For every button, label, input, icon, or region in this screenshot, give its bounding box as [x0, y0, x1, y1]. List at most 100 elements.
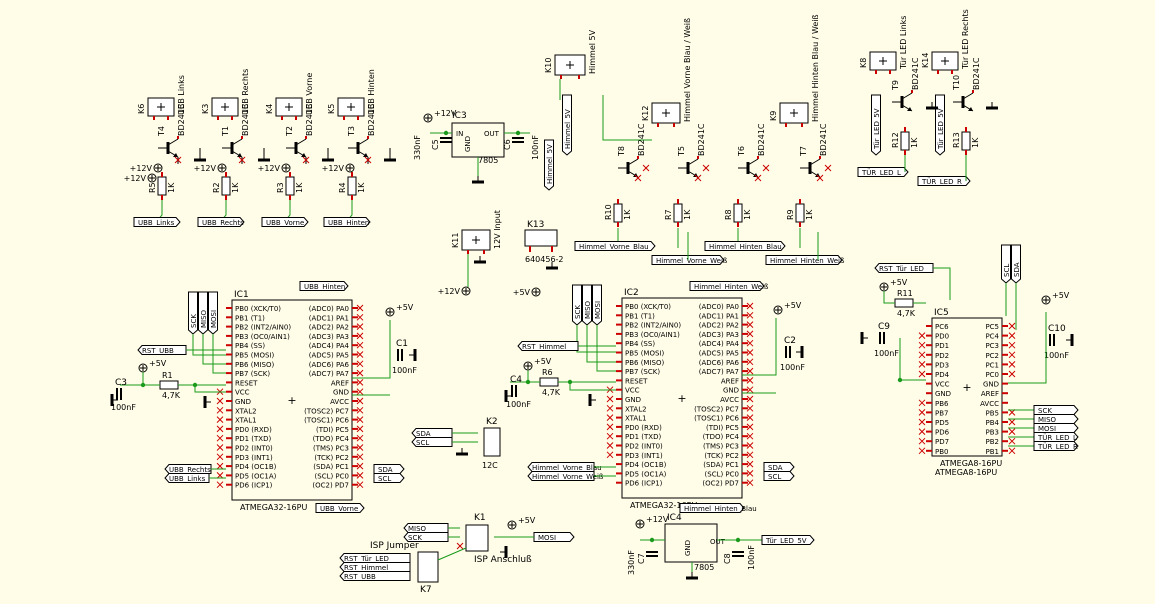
unconnected-mark [634, 174, 642, 182]
unconnected-mark [356, 472, 364, 479]
ic4-cin-value: 330nF [627, 550, 636, 575]
ic1-pin-label: PD4 (OC1B) [235, 463, 277, 471]
ubb-trans-0-arrow [173, 153, 178, 157]
ubb-trans-1-value: BD241C [241, 103, 250, 136]
ubb-res-0-value: 1K [167, 182, 176, 193]
k1-ref: K1 [474, 513, 486, 523]
ic2-net-rst: RST_Himmel [522, 343, 566, 351]
him-res-1-value: 1K [683, 209, 692, 220]
ubb-res-0-resistor [157, 176, 167, 196]
wire [742, 318, 777, 376]
ubb-res-1-resistor [221, 176, 231, 196]
ic1-c1-ref: C1 [396, 339, 408, 349]
ic2-net-scl-frame [763, 471, 795, 481]
him-net-0: Himmel_Vorne_Blau [579, 243, 649, 251]
k9-ref: K9 [769, 111, 778, 121]
wire [602, 95, 652, 141]
ic1-pin-label: GND [235, 398, 251, 406]
ic1-pin-label: PB5 (MOSI) [235, 352, 274, 360]
supply-symbol [635, 519, 645, 529]
ic4-c-in-ref: C7 [637, 553, 646, 564]
supply-label: +12V [124, 174, 147, 183]
ic2-net-pd5-frame [527, 471, 595, 481]
ic5-pin-label: PB5 [986, 409, 999, 417]
unconnected-mark [302, 156, 310, 164]
unconnected-mark [746, 479, 754, 487]
ic2-pin-label: (ADC1) PA1 [699, 312, 739, 320]
ic2-pin-label: (TDI) PC5 [706, 424, 739, 432]
unconnected-mark [216, 472, 224, 479]
tuer-trans-1-collector [962, 92, 974, 100]
k9-name: Himmel Hinten Blau / Weiß [811, 14, 820, 122]
ic2-net-scl: SCL [768, 473, 781, 481]
unconnected-mark [238, 156, 246, 164]
unconnected-mark [606, 423, 614, 431]
unconnected-mark [356, 481, 364, 489]
ic3-c-in-ref: C5 [431, 139, 440, 150]
ic5-pin-label: PC5 [985, 323, 999, 331]
ic3-gnd: GND [464, 136, 472, 152]
ic5-net-4: TÜR_LED_R [1037, 442, 1078, 451]
ubb-net-1: UBB_Rechts [202, 219, 244, 227]
ic1-net-top: UBB_Hinten [304, 283, 345, 291]
k13-part: 640456-2 [525, 255, 564, 264]
ic2-pin-label: (TOSC1) PC6 [694, 415, 739, 423]
ic3-out: OUT [484, 130, 500, 138]
ic2-net-pd5: Himmel_Vorne_Weiß [532, 473, 604, 481]
tuer-res-0-value: 1K [910, 137, 919, 148]
ic2-net-top-frame [689, 281, 765, 291]
k8-name: Tür LED Links [899, 16, 908, 70]
ubb-res-3-ref: R4 [338, 182, 347, 193]
ic2-r-ref: R6 [542, 368, 553, 377]
ic1-bus-miso: MISO [200, 309, 208, 328]
supply-label: +12V [438, 287, 461, 296]
ic2-pin-label: (OC2) PD7 [702, 480, 739, 488]
tuer-trans-0-arrow [907, 107, 912, 111]
ic2-pin-label: (ADC2) PA2 [699, 322, 739, 330]
unconnected-mark [1008, 428, 1016, 435]
ic5-pin-label: PD0 [935, 333, 949, 341]
tuer-net-1-frame [917, 176, 971, 186]
unconnected-mark [1008, 447, 1016, 455]
him-trans-2-ref: T6 [737, 146, 746, 157]
ic2-pin-label: PB0 (XCK/T0) [625, 303, 671, 311]
k12-name: Himmel Vorne Blau / Weiß [683, 18, 692, 122]
unconnected-mark [642, 164, 650, 172]
unconnected-mark [746, 395, 754, 403]
unconnected-mark [456, 542, 464, 550]
tuer-trans-1-value: BD241C [972, 57, 981, 90]
k10-net-frame [562, 94, 572, 156]
unconnected-mark [356, 332, 364, 340]
ic2-pin-label: PB7 (SCK) [625, 368, 660, 376]
tuer-res-0-resistor [900, 131, 910, 151]
ic5-part: ATMEGA8-16PU [940, 459, 1002, 468]
ic5-pin-label: PD7 [935, 438, 949, 446]
unconnected-mark [918, 351, 926, 359]
ubb-net-2: UBB_Vorne [266, 219, 304, 227]
him-net-1: Himmel_Vorne_Weiß [656, 257, 728, 265]
supply-symbol [423, 113, 433, 123]
ic1-bus-miso-frame [198, 291, 208, 335]
ic1-pin-label: PD6 (ICP1) [235, 482, 273, 490]
ic5-pin-label: PC2 [985, 352, 999, 360]
ubb-net-2-frame [261, 217, 309, 227]
ic5-net-0-frame [1033, 405, 1079, 415]
ic1-net-pd5: UBB_Links [169, 475, 206, 483]
ic5-net-1: MISO [1038, 416, 1057, 424]
him-res-2-ref: R8 [724, 209, 733, 220]
ic1-pin-label: (TOSC1) PC6 [304, 417, 349, 425]
ic1-origin: + [287, 394, 296, 407]
ic5-r-ref: R11 [897, 289, 913, 298]
him-net-3: Himmel_Hinten_Weiß [770, 257, 845, 265]
ic2-pin-label: PD2 (INT0) [625, 443, 663, 451]
ic3-cout-value: 100nF [531, 135, 540, 160]
unconnected-mark [606, 414, 614, 421]
k1-connector [465, 524, 489, 552]
ubb-net-3: UBB_Hinten [328, 219, 369, 227]
k11-ref: K11 [451, 233, 460, 248]
ic2-origin: + [677, 392, 686, 405]
ic2-c2-ref: C2 [784, 336, 796, 346]
ic2-pin-label: (ADC6) PA6 [699, 359, 740, 367]
ic2-pin-label: PB6 (MISO) [625, 359, 664, 367]
ic2-bus-miso-frame [582, 284, 592, 326]
